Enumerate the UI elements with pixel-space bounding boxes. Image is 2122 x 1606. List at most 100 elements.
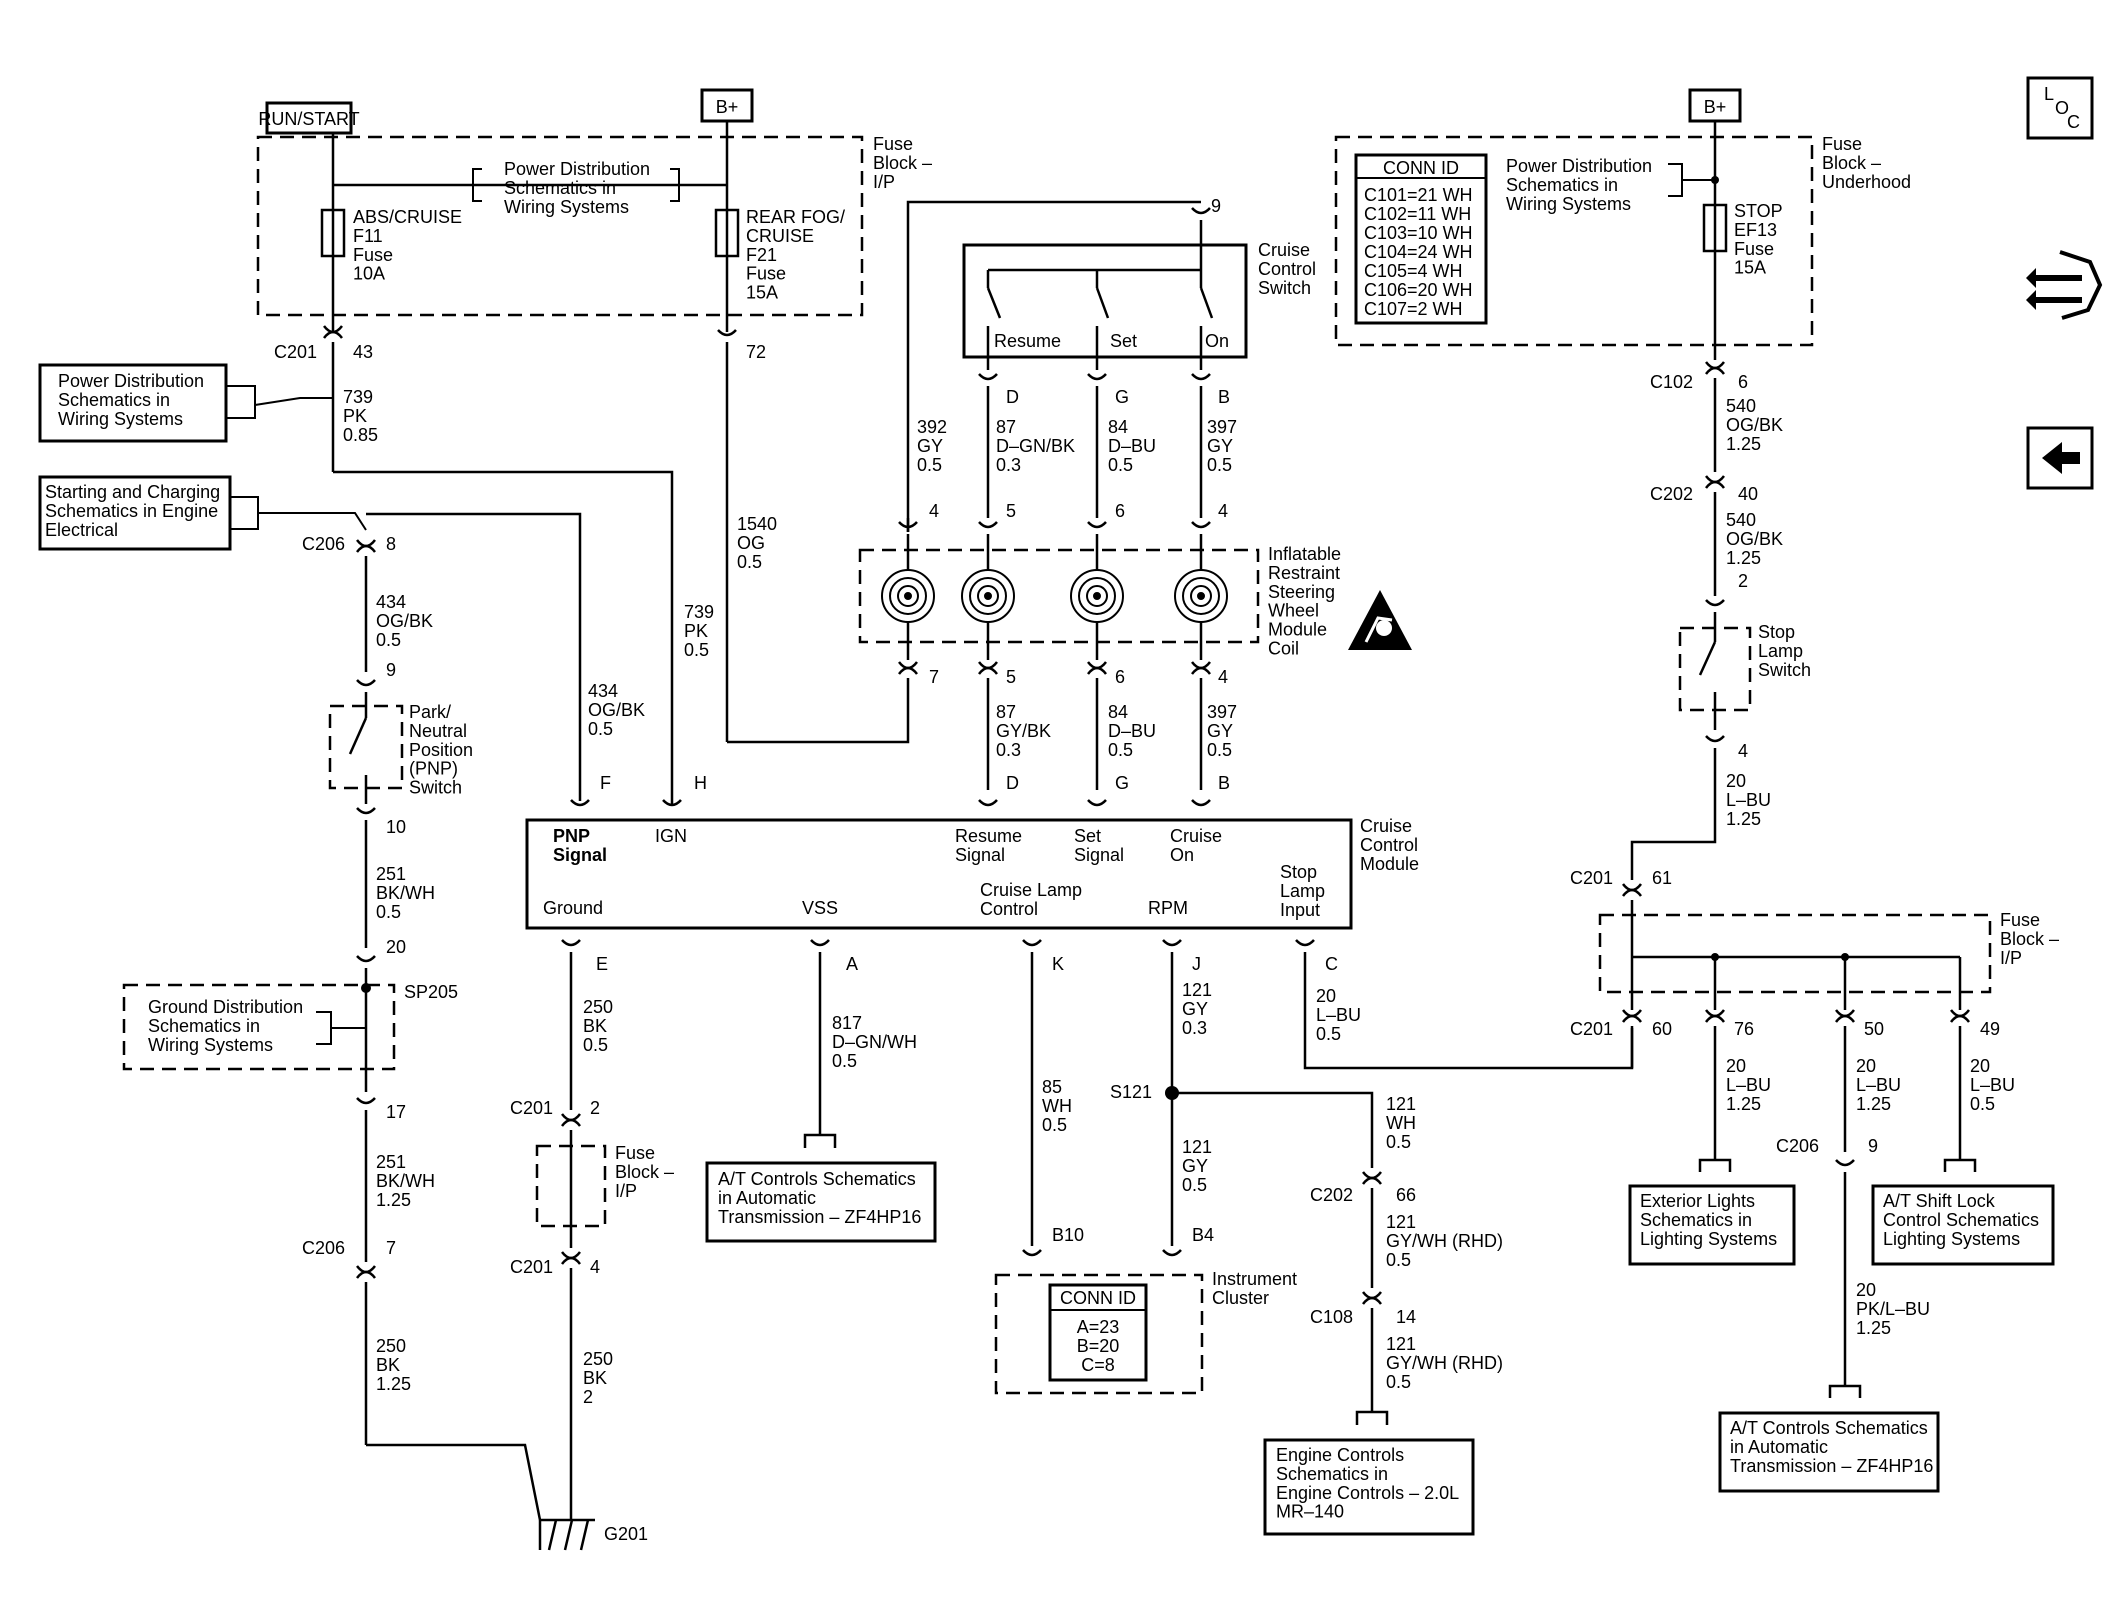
module-ign: IGN	[655, 826, 687, 846]
conn-id-row-c102: C102=11 WH	[1364, 204, 1471, 224]
pin-9-switch: 9	[1211, 196, 1221, 216]
pin-6-coil-a: 6	[1115, 501, 1125, 521]
pin-b10: B10	[1052, 1225, 1084, 1245]
loc-button[interactable]: L O C	[2026, 76, 2094, 140]
splice-sp205	[361, 983, 371, 993]
ic-conn-row-a: A=23	[1077, 1317, 1120, 1337]
module-rpm: RPM	[1148, 898, 1188, 918]
b-plus-left-label: B+	[716, 97, 739, 117]
switch-blade-set	[1095, 287, 1110, 319]
b-plus-right-label: B+	[1704, 97, 1727, 117]
connector-c108-14	[1361, 1290, 1383, 1306]
pin-9-c206: 9	[1868, 1136, 1878, 1156]
switch-blade-on	[1199, 287, 1214, 319]
pin-43: 43	[353, 342, 373, 362]
connector-coil-6b	[1086, 660, 1108, 676]
pin-a: A	[846, 954, 858, 974]
pin-49: 49	[1980, 1019, 2000, 1039]
ground-dist-outline	[122, 983, 396, 1071]
pin-j: J	[1192, 954, 1201, 974]
connector-switch-g	[1086, 372, 1108, 381]
coil-spirals	[881, 534, 1228, 660]
pin-10: 10	[386, 817, 406, 837]
pin-4-stop-lamp: 4	[1738, 741, 1748, 761]
pin-2: 2	[590, 1098, 600, 1118]
connector-module-g	[1086, 798, 1108, 807]
pnp-switch-blade	[348, 717, 368, 755]
conn-id-row-c104: C104=24 WH	[1364, 242, 1473, 262]
pin-c: C	[1325, 954, 1338, 974]
back-arrow-icon[interactable]	[2026, 426, 2094, 490]
connector-c201-2	[560, 1112, 582, 1128]
pin-72: 72	[746, 342, 766, 362]
connector-c206-7	[355, 1264, 377, 1280]
ref-box-starting-charging	[38, 475, 232, 551]
pin-6: 6	[1738, 372, 1748, 392]
pin-7: 7	[386, 1238, 396, 1258]
pin-5-coil-b: 5	[1006, 667, 1016, 687]
connector-c201-76	[1704, 1008, 1726, 1024]
connector-coil-5a	[977, 520, 999, 529]
connector-switch-d	[977, 372, 999, 381]
connector-c201-60	[1621, 1008, 1643, 1024]
connector-label-c201-60: C201	[1570, 1019, 1613, 1039]
conn-id-row-c103: C103=10 WH	[1364, 223, 1473, 243]
connector-b4	[1161, 1248, 1183, 1257]
pin-g-module: G	[1115, 773, 1129, 793]
connector-label-c102: C102	[1650, 372, 1693, 392]
ref-box-pds-left	[38, 363, 228, 443]
connector-module-k	[1021, 938, 1043, 947]
ground-label-g201: G201	[604, 1524, 648, 1544]
pin-2-stop-lamp: 2	[1738, 571, 1748, 591]
pin-50: 50	[1864, 1019, 1884, 1039]
pin-4-coil-a: 4	[929, 501, 939, 521]
splice-label-s121: S121	[1110, 1082, 1152, 1102]
connector-e	[560, 938, 582, 947]
run-start-label-box	[265, 101, 353, 135]
pin-9: 9	[386, 660, 396, 680]
connector-stop-lamp-2	[1704, 598, 1726, 607]
connector-swap-icon[interactable]	[2026, 250, 2103, 320]
pin-17: 17	[386, 1102, 406, 1122]
connector-b10	[1021, 1248, 1043, 1257]
connector-label-c201-61: C201	[1570, 868, 1613, 888]
pin-76: 76	[1734, 1019, 1754, 1039]
steering-wheel-coil-outline	[858, 548, 1260, 644]
connector-c206-8	[355, 538, 377, 554]
connector-module-d	[977, 798, 999, 807]
svg-text:O: O	[2055, 98, 2069, 118]
svg-text:L: L	[2044, 84, 2054, 104]
pin-f: F	[600, 773, 611, 793]
switch-label-set: Set	[1110, 331, 1137, 351]
connector-label-c206-9: C206	[1776, 1136, 1819, 1156]
